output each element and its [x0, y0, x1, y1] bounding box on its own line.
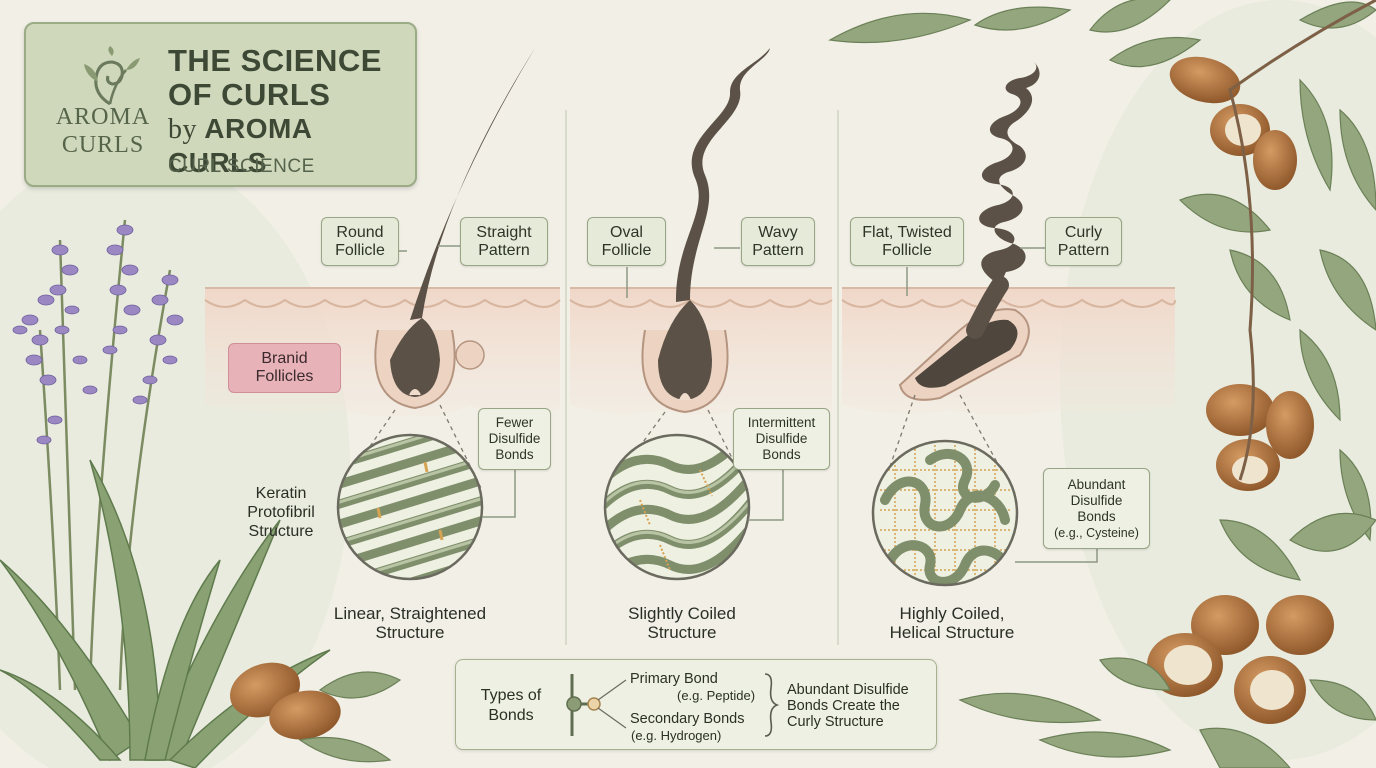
secondary-bond-example: (e.g. Hydrogen)	[631, 728, 722, 743]
wavy-pattern-label: Wavy Pattern	[741, 217, 815, 266]
heading-line: Bonds	[488, 707, 534, 724]
oval-follicle-illustration	[641, 48, 770, 414]
caption-line: Linear, Straightened	[333, 604, 487, 623]
label-line: (e.g., Cysteine)	[1054, 525, 1139, 540]
label-line: Oval	[610, 223, 643, 241]
label-line: Round	[336, 223, 384, 241]
intermittent-bonds-label: Intermittent Disulfide Bonds	[733, 408, 830, 470]
byline-brand: AROMA CURLS	[168, 113, 312, 178]
heading-line: Types of	[480, 687, 542, 704]
label-line: Fewer	[495, 415, 534, 430]
label-line: Intermittent	[747, 415, 816, 430]
label-line: Bonds	[762, 447, 801, 462]
lavender-decoration	[12, 219, 184, 691]
wavy-structure-caption: Slightly Coiled Structure	[596, 604, 768, 642]
byline-prefix: by	[168, 114, 197, 145]
keratin-structure-label: Keratin Protofibril Structure	[228, 484, 334, 541]
brand-name-line2: CURLS	[61, 132, 145, 158]
label-line: Structure	[248, 523, 314, 540]
fewer-bonds-label: Fewer Disulfide Bonds	[478, 408, 551, 470]
round-follicle-illustration	[374, 48, 535, 410]
label-line: Disulfide	[1070, 492, 1123, 508]
oval-follicle-label: Oval Follicle	[587, 217, 666, 266]
bond-types-note: Abundant Disulfide Bonds Create the Curl…	[787, 682, 933, 730]
title-byline: by AROMA CURLS	[168, 112, 415, 179]
abundant-bonds-label: Abundant Disulfide Bonds (e.g., Cysteine…	[1043, 468, 1150, 549]
label-line: Follicle	[601, 241, 652, 259]
keratin-fibers-coiled	[871, 439, 1019, 587]
label-line: Protofibril	[247, 504, 315, 521]
label-line: Abundant	[1067, 476, 1126, 492]
label-line: Pattern	[478, 241, 530, 259]
caption-line: Structure	[375, 623, 445, 642]
title-line1: THE SCIENCE	[168, 43, 382, 78]
brand-name-line1: AROMA	[55, 104, 151, 130]
keratin-fibers-wavy	[603, 433, 751, 581]
label-line: Curly	[1064, 223, 1103, 241]
label-line: Keratin	[255, 485, 307, 502]
label-line: Follicles	[255, 368, 314, 385]
straight-pattern-label: Straight Pattern	[460, 217, 548, 266]
label-line: Pattern	[752, 241, 804, 259]
label-line: Branid	[261, 350, 308, 367]
primary-bond-label: Primary Bond	[630, 671, 718, 687]
caption-line: Slightly Coiled	[628, 604, 736, 623]
subtitle: CURL SCIENCE	[168, 156, 315, 177]
follicles-tag: Branid Follicles	[228, 343, 341, 393]
caption-line: Highly Coiled,	[899, 604, 1005, 623]
round-follicle-label: Round Follicle	[321, 217, 399, 266]
bond-types-heading: Types of Bonds	[466, 686, 556, 726]
primary-bond-example: (e.g. Peptide)	[677, 688, 756, 703]
argan-branch	[1228, 0, 1376, 481]
note-line: Bonds Create the	[787, 698, 900, 714]
secondary-bond-label: Secondary Bonds	[630, 711, 745, 727]
brace-icon	[764, 673, 780, 737]
label-line: Follicle	[335, 241, 385, 259]
argan-nuts-decoration	[230, 56, 1334, 740]
straight-structure-caption: Linear, Straightened Structure	[314, 604, 506, 642]
brand-logo-icon	[84, 46, 140, 106]
caption-line: Structure	[647, 623, 717, 642]
coiled-structure-caption: Highly Coiled, Helical Structure	[866, 604, 1038, 642]
label-line: Bonds	[1077, 508, 1116, 524]
label-line: Bonds	[495, 447, 534, 462]
argan-leaves-decoration	[828, 0, 1376, 768]
title-line2: OF CURLS	[168, 77, 331, 112]
note-line: Abundant Disulfide	[787, 682, 909, 698]
caption-line: Helical Structure	[889, 623, 1015, 642]
label-line: Wavy	[758, 223, 798, 241]
note-line: Curly Structure	[787, 714, 884, 730]
label-line: Disulfide	[488, 431, 541, 446]
flat-twisted-follicle-label: Flat, Twisted Follicle	[850, 217, 964, 266]
bond-types-legend: Types of Bonds Primary Bond (e.g. Peptid…	[455, 659, 937, 750]
curly-pattern-label: Curly Pattern	[1045, 217, 1122, 266]
bond-diagram-icon	[566, 674, 627, 736]
label-line: Straight	[476, 223, 532, 241]
label-line: Disulfide	[755, 431, 808, 446]
label-line: Follicle	[882, 241, 932, 259]
title-card: AROMA CURLS THE SCIENCE OF CURLS by AROM…	[24, 22, 417, 187]
label-line: Flat, Twisted	[862, 223, 952, 241]
label-line: Pattern	[1057, 241, 1110, 259]
